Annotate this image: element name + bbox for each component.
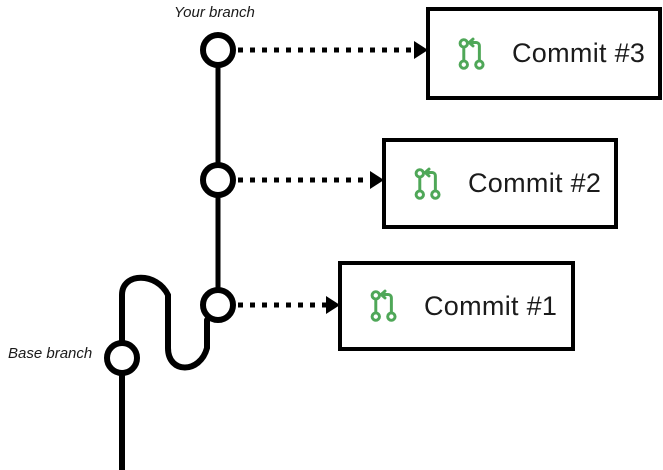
arrow-to-commit-1 xyxy=(238,296,340,314)
commit-card-label: Commit #2 xyxy=(468,168,602,198)
git-pull-request-icon xyxy=(370,289,397,322)
your-branch-commit-1-node[interactable] xyxy=(200,287,236,323)
base-branch-label: Base branch xyxy=(8,345,93,362)
arrow-to-commit-3 xyxy=(238,41,428,59)
git-pull-request-icon xyxy=(458,37,485,70)
your-branch-commit-3-node[interactable] xyxy=(200,32,236,68)
commit-card-label: Commit #3 xyxy=(512,38,646,68)
base-branch-node[interactable] xyxy=(104,340,140,376)
git-pull-request-icon xyxy=(414,167,441,200)
arrow-to-commit-2 xyxy=(238,171,384,189)
commit-card-label: Commit #1 xyxy=(424,290,558,321)
commit-card-commit-3[interactable]: Commit #3 xyxy=(426,7,662,100)
your-branch-commit-2-node[interactable] xyxy=(200,162,236,198)
commit-card-commit-2[interactable]: Commit #2 xyxy=(382,138,618,229)
branch-split-s-curve xyxy=(119,274,210,371)
commit-card-commit-1[interactable]: Commit #1 xyxy=(338,261,575,351)
your-branch-label: Your branch xyxy=(174,4,255,21)
